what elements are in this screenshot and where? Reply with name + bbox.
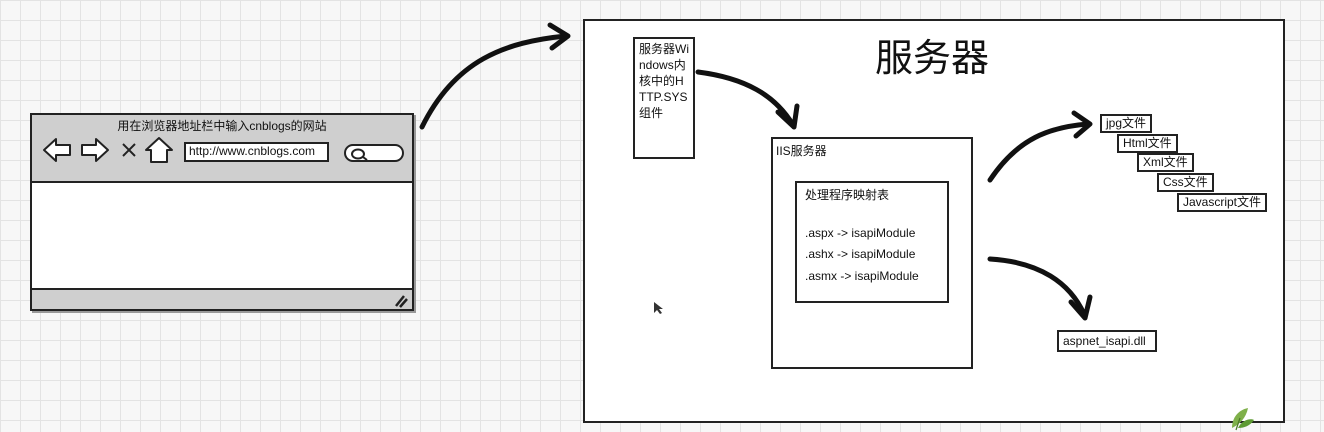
mouse-cursor-icon	[654, 302, 663, 314]
mapping-entry: .asmx -> isapiModule	[805, 269, 919, 283]
address-bar[interactable]: http://www.cnblogs.com	[184, 142, 329, 162]
mapping-entry: .aspx -> isapiModule	[805, 226, 916, 240]
leaf-logo-icon	[1232, 408, 1254, 431]
browser-mockup: 用在浏览器地址栏中输入cnblogs的网站 http://www.cnblogs…	[30, 113, 414, 311]
css-file-box: Css文件	[1157, 173, 1214, 192]
browser-title: 用在浏览器地址栏中输入cnblogs的网站	[117, 119, 327, 133]
xml-file-box: Xml文件	[1137, 153, 1194, 172]
html-file-box: Html文件	[1117, 134, 1178, 153]
iis-server-box: IIS服务器 处理程序映射表 .aspx -> isapiModule .ash…	[771, 137, 973, 369]
resize-grip-icon[interactable]	[392, 292, 408, 308]
server-box: 服务器 服务器Windows内核中的HTTP.SYS组件 IIS服务器 处理程序…	[583, 19, 1285, 423]
browser-content-area	[32, 183, 412, 287]
arrow-right-icon[interactable]	[80, 135, 110, 165]
handler-mapping-table: 处理程序映射表 .aspx -> isapiModule .ashx -> is…	[795, 181, 949, 303]
browser-status-bar	[32, 288, 412, 309]
search-icon	[351, 148, 368, 161]
close-icon[interactable]	[118, 135, 140, 165]
arrow-left-icon[interactable]	[42, 135, 72, 165]
browser-toolbar: 用在浏览器地址栏中输入cnblogs的网站 http://www.cnblogs…	[32, 115, 412, 183]
http-sys-component: 服务器Windows内核中的HTTP.SYS组件	[633, 37, 695, 159]
search-box[interactable]	[344, 144, 404, 162]
iis-server-label: IIS服务器	[776, 144, 827, 158]
arrow-browser-to-server	[419, 22, 571, 130]
arrow-iis-to-static-files	[987, 110, 1093, 183]
aspnet-isapi-dll-box: aspnet_isapi.dll	[1057, 330, 1157, 352]
home-icon[interactable]	[144, 135, 174, 165]
jpg-file-box: jpg文件	[1100, 114, 1153, 133]
mapping-entry: .ashx -> isapiModule	[805, 247, 916, 261]
javascript-file-box: Javascript文件	[1177, 193, 1268, 212]
handler-mapping-title: 处理程序映射表	[805, 188, 890, 202]
server-title: 服务器	[875, 36, 990, 80]
arrow-iis-to-dll	[987, 256, 1093, 321]
arrow-httpsys-to-iis	[695, 69, 800, 130]
